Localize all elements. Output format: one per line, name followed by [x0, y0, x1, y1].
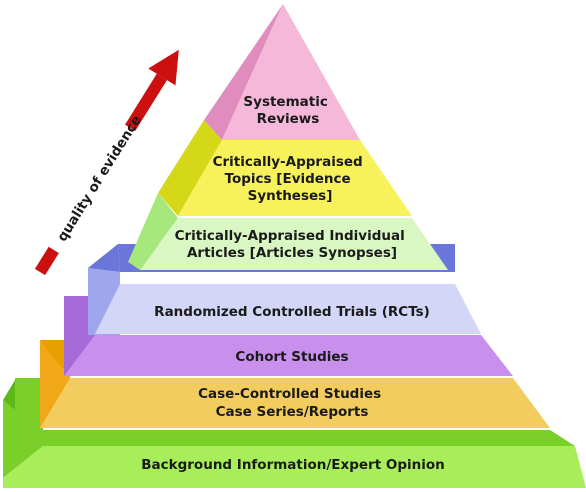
background-ledge [43, 430, 575, 446]
reviews-side-face [204, 4, 283, 140]
background-left-face [3, 400, 43, 478]
label-background-information: Background Information/Expert Opinion [141, 457, 445, 473]
reviews-front-face [222, 4, 360, 140]
label-rcts: Randomized Controlled Trials (RCTs) [154, 304, 430, 320]
arrow-label: quality of evidence [54, 113, 145, 245]
label-cohort-studies: Cohort Studies [235, 349, 348, 365]
arrow-shaft [124, 73, 167, 132]
background-front-face [3, 446, 586, 488]
cohort-front-face [64, 335, 513, 376]
case-controlled-front-face [40, 378, 550, 428]
articles-side-face [128, 193, 178, 270]
topics-front-face [178, 140, 412, 216]
topics-side-face [158, 120, 222, 216]
arrow-shaft-dash [34, 246, 59, 276]
label-critically-appraised-topics: Critically-Appraised Topics [Evidence Sy… [213, 154, 368, 204]
arrow-head-icon [148, 49, 179, 86]
label-systematic-reviews: Systematic Reviews [243, 94, 332, 127]
articles-front-face [140, 218, 448, 270]
label-case-controlled: Case-Controlled Studies Case Series/Repo… [198, 386, 386, 420]
rct-front-face [95, 284, 481, 334]
rct-corner [88, 244, 120, 272]
label-critically-appraised-articles: Critically-Appraised Individual Articles… [175, 228, 410, 261]
